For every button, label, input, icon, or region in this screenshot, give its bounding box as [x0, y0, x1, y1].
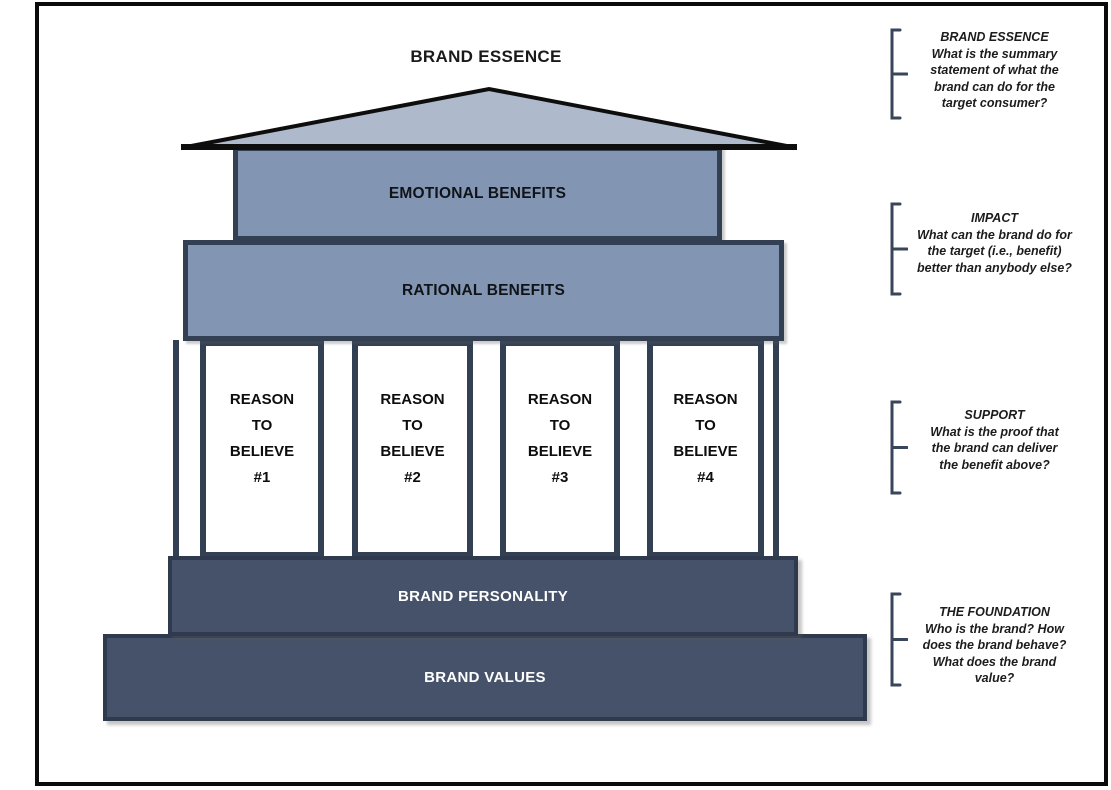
annotation-body: What is the summary statement of what th…: [930, 46, 1059, 111]
brand-values-box: BRAND VALUES: [103, 634, 867, 721]
annotation-title: SUPPORT: [964, 408, 1025, 422]
brand-values-label: BRAND VALUES: [424, 669, 546, 686]
annotation-body: Who is the brand? How does the brand beh…: [922, 621, 1067, 686]
bracket-icon: [890, 592, 908, 687]
annotation-foundation: THE FOUNDATION Who is the brand? How doe…: [903, 604, 1086, 687]
temple-roof-icon: [181, 86, 797, 150]
colonnade-edge-right: [773, 340, 779, 558]
brand-personality-label: BRAND PERSONALITY: [397, 587, 569, 605]
annotation-brand-essence: BRAND ESSENCE What is the summary statem…: [903, 29, 1086, 112]
annotation-impact: IMPACT What can the brand do for the tar…: [903, 210, 1086, 276]
emotional-benefits-box: EMOTIONAL BENEFITS: [233, 146, 722, 241]
pillar-reason-to-believe-4: REASON TO BELIEVE #4: [647, 340, 764, 558]
annotation-title: IMPACT: [971, 211, 1018, 225]
page-title: BRAND ESSENCE: [410, 47, 562, 66]
pillar-reason-to-believe-1: REASON TO BELIEVE #1: [200, 340, 324, 558]
pillar-reason-to-believe-2: REASON TO BELIEVE #2: [352, 340, 473, 558]
annotation-title: BRAND ESSENCE: [940, 30, 1049, 44]
annotation-body: What is the proof that the brand can del…: [930, 424, 1059, 472]
annotation-title: THE FOUNDATION: [939, 605, 1050, 619]
rational-benefits-label: RATIONAL BENEFITS: [402, 281, 565, 299]
bracket-icon: [890, 202, 908, 296]
emotional-benefits-label: EMOTIONAL BENEFITS: [388, 184, 567, 202]
bracket-icon: [890, 28, 908, 120]
annotation-support: SUPPORT What is the proof that the brand…: [903, 407, 1086, 473]
annotation-body: What can the brand do for the target (i.…: [917, 227, 1072, 275]
colonnade-edge-left: [173, 340, 179, 558]
rational-benefits-box: RATIONAL BENEFITS: [183, 240, 784, 341]
pillar-reason-to-believe-3: REASON TO BELIEVE #3: [500, 340, 620, 558]
bracket-icon: [890, 400, 908, 495]
brand-personality-box: BRAND PERSONALITY: [168, 556, 798, 636]
